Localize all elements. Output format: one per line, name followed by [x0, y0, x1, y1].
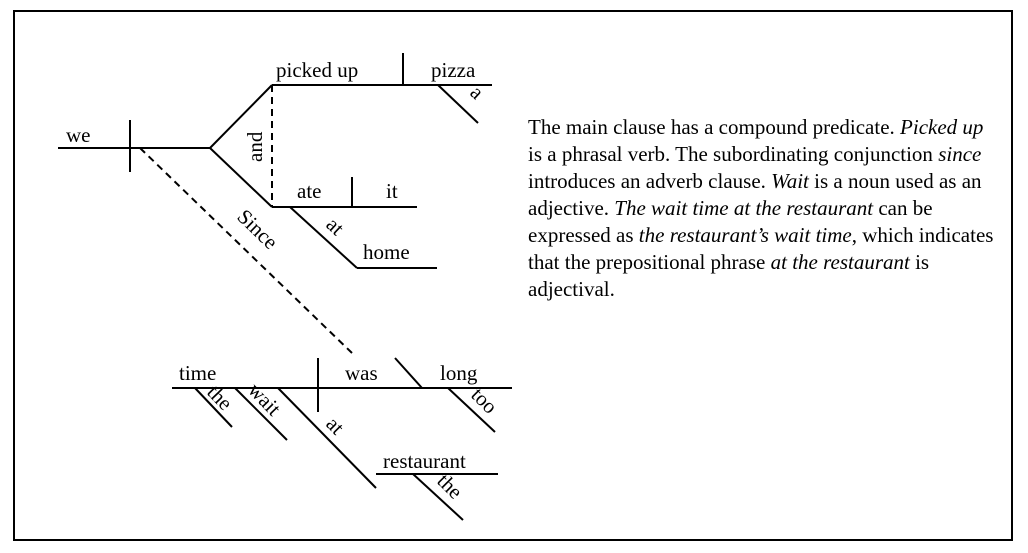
explanation-run-italic: Wait [771, 169, 809, 193]
subordinator-dashed-line [139, 147, 353, 354]
explanation-run: introduces an adverb clause. [528, 169, 772, 193]
complement-divider [394, 357, 423, 389]
explanation-run-italic: since [938, 142, 982, 166]
word-we: we [66, 123, 91, 147]
word-pizza: pizza [431, 58, 476, 82]
explanation-run: is adjectival. [528, 250, 930, 301]
explanation-run: is a noun used as an adjective. [528, 169, 982, 220]
modifier-line-the-1 [194, 387, 233, 428]
diagram-lines [58, 53, 512, 521]
word-ate: ate [297, 179, 321, 203]
word-and: and [243, 131, 267, 162]
fork-lower [209, 147, 273, 208]
explanation-run-italic: at the restaurant [770, 250, 910, 274]
word-since: Since [233, 204, 283, 254]
explanation-run-italic: The wait time at the restaurant [614, 196, 874, 220]
word-a: a [466, 80, 490, 104]
fork-upper [209, 84, 273, 149]
word-at-1: at [322, 212, 350, 240]
explanation-run-italic: the restaurant’s wait time [638, 223, 852, 247]
explanation-run: The main clause has a compound predicate… [528, 115, 901, 139]
modifier-line-the-2 [412, 473, 464, 521]
modifier-line-wait [234, 387, 288, 441]
explanation-paragraph: The main clause has a compound predicate… [528, 114, 998, 303]
word-time: time [179, 361, 216, 385]
word-home: home [363, 240, 410, 264]
preposition-line-at-2 [277, 387, 377, 489]
explanation-run: can be expressed as [528, 196, 933, 247]
preposition-line-at-1 [289, 206, 358, 269]
modifier-line-too [447, 387, 496, 433]
word-wait: wait [243, 378, 285, 421]
word-long: long [440, 361, 478, 385]
word-picked-up: picked up [276, 58, 358, 82]
word-it: it [386, 179, 398, 203]
diagram-frame [13, 10, 1013, 541]
word-the-1: the [202, 380, 237, 415]
explanation-run: is a phrasal verb. The subordinating con… [528, 142, 939, 166]
word-restaurant: restaurant [383, 449, 466, 473]
modifier-line-a [437, 84, 479, 124]
explanation-run: , which indicates that the prepositional… [528, 223, 994, 274]
word-was: was [345, 361, 378, 385]
explanation-run-italic: Picked up [900, 115, 984, 139]
explanation-text: The main clause has a compound predicate… [528, 114, 998, 303]
